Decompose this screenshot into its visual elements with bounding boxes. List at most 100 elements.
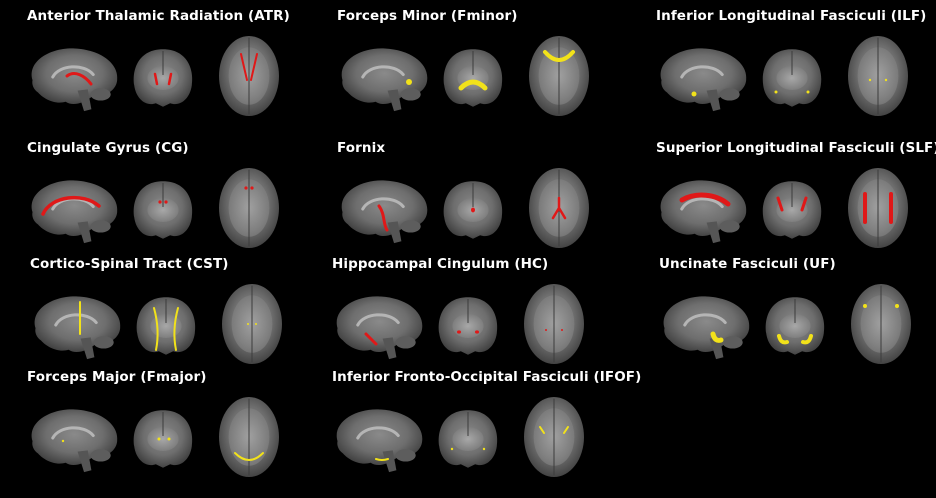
tract-highlight	[458, 79, 488, 91]
panel-title: Forceps Major (Fmajor)	[27, 369, 207, 385]
sagittal-view	[34, 296, 121, 360]
cerebellum	[90, 220, 111, 233]
brain-views	[31, 397, 279, 477]
cerebellum	[395, 336, 416, 349]
brain-views	[341, 168, 589, 248]
coronal-view	[136, 297, 196, 355]
tract-highlight	[863, 304, 867, 308]
tract-highlight	[250, 53, 258, 81]
tract-highlight	[173, 307, 179, 351]
panel-fornix: Fornix	[337, 140, 627, 260]
sagittal-view	[336, 409, 423, 473]
corpus-callosum	[683, 313, 727, 327]
white-matter	[147, 66, 179, 90]
axial-view	[529, 36, 589, 116]
brainstem	[387, 221, 402, 244]
coronal-view	[438, 297, 498, 355]
cerebellum	[400, 88, 421, 101]
coronal-view	[443, 49, 503, 107]
tract-highlight	[250, 186, 254, 190]
sagittal-view	[660, 48, 747, 112]
brain-views	[663, 284, 911, 364]
panel-title: Cortico-Spinal Tract (CST)	[30, 256, 229, 272]
sagittal-view	[31, 180, 118, 244]
tract-highlight	[240, 53, 248, 81]
panel-title: Cingulate Gyrus (CG)	[27, 140, 189, 156]
brain-views	[341, 36, 589, 116]
brain-views	[336, 397, 584, 477]
tract-highlight	[710, 331, 724, 343]
panel-title: Fornix	[337, 140, 386, 156]
axial-view	[848, 168, 908, 248]
white-matter	[776, 198, 808, 222]
axial-view	[848, 36, 908, 116]
brainstem	[706, 221, 721, 244]
sagittal-view	[341, 180, 428, 244]
sagittal-view	[660, 180, 747, 244]
coronal-view	[765, 297, 825, 355]
tract-highlight	[482, 447, 486, 451]
panel-title: Anterior Thalamic Radiation (ATR)	[27, 8, 290, 24]
coronal-view	[762, 181, 822, 239]
axial-view	[219, 168, 279, 248]
tract-highlight	[800, 196, 808, 212]
brainstem	[382, 337, 397, 360]
panel-cg: Cingulate Gyrus (CG)	[27, 140, 317, 260]
brainstem	[77, 89, 92, 112]
tract-highlight	[868, 78, 872, 82]
tract-highlight	[543, 50, 575, 62]
brainstem	[706, 89, 721, 112]
brain-views	[336, 284, 584, 364]
tract-highlight	[234, 452, 264, 461]
brainstem	[382, 450, 397, 473]
tract-highlight	[41, 195, 101, 216]
tract-highlight	[561, 329, 563, 331]
panel-fminor: Forceps Minor (Fminor)	[337, 8, 627, 128]
tract-highlight	[164, 200, 168, 204]
corpus-callosum	[356, 313, 400, 327]
cerebellum	[722, 336, 743, 349]
tract-highlight	[244, 186, 248, 190]
cerebellum	[93, 336, 114, 349]
brain-views	[31, 168, 279, 248]
tract-highlight	[61, 439, 65, 443]
brain-views	[34, 284, 282, 364]
tract-highlight	[895, 304, 899, 308]
panel-atr: Anterior Thalamic Radiation (ATR)	[27, 8, 317, 128]
axial-view	[529, 168, 589, 248]
panel-cst: Cortico-Spinal Tract (CST)	[30, 256, 320, 376]
tract-highlight	[247, 323, 249, 325]
corpus-callosum	[680, 65, 724, 79]
tract-highlight	[377, 204, 389, 232]
tract-highlight	[450, 447, 454, 451]
tract-highlight	[776, 196, 784, 212]
axial-view	[219, 36, 279, 116]
corpus-callosum	[51, 65, 95, 79]
panel-hc: Hippocampal Cingulum (HC)	[332, 256, 622, 376]
cerebellum	[719, 88, 740, 101]
tract-highlight	[153, 307, 159, 351]
axial-view	[524, 397, 584, 477]
tract-highlight	[806, 90, 810, 94]
tract-highlight	[471, 207, 475, 213]
panel-title: Uncinate Fasciculi (UF)	[659, 256, 836, 272]
tract-highlight	[167, 72, 173, 86]
white-matter	[452, 427, 484, 451]
sagittal-view	[663, 296, 750, 360]
tract-highlight	[167, 437, 171, 441]
coronal-view	[443, 181, 503, 239]
tract-highlight	[475, 330, 479, 334]
tract-highlight	[884, 78, 888, 82]
cerebellum	[395, 449, 416, 462]
brain-views	[660, 168, 908, 248]
panel-uf: Uncinate Fasciculi (UF)	[659, 256, 936, 376]
panel-title: Inferior Fronto-Occipital Fasciculi (IFO…	[332, 369, 642, 385]
coronal-view	[133, 410, 193, 468]
panel-title: Inferior Longitudinal Fasciculi (ILF)	[656, 8, 927, 24]
panel-slf: Superior Longitudinal Fasciculi (SLF)	[656, 140, 936, 260]
panel-title: Hippocampal Cingulum (HC)	[332, 256, 549, 272]
tract-highlight	[153, 72, 159, 86]
tract-highlight	[777, 334, 789, 345]
corpus-callosum	[361, 197, 405, 211]
axial-view	[222, 284, 282, 364]
